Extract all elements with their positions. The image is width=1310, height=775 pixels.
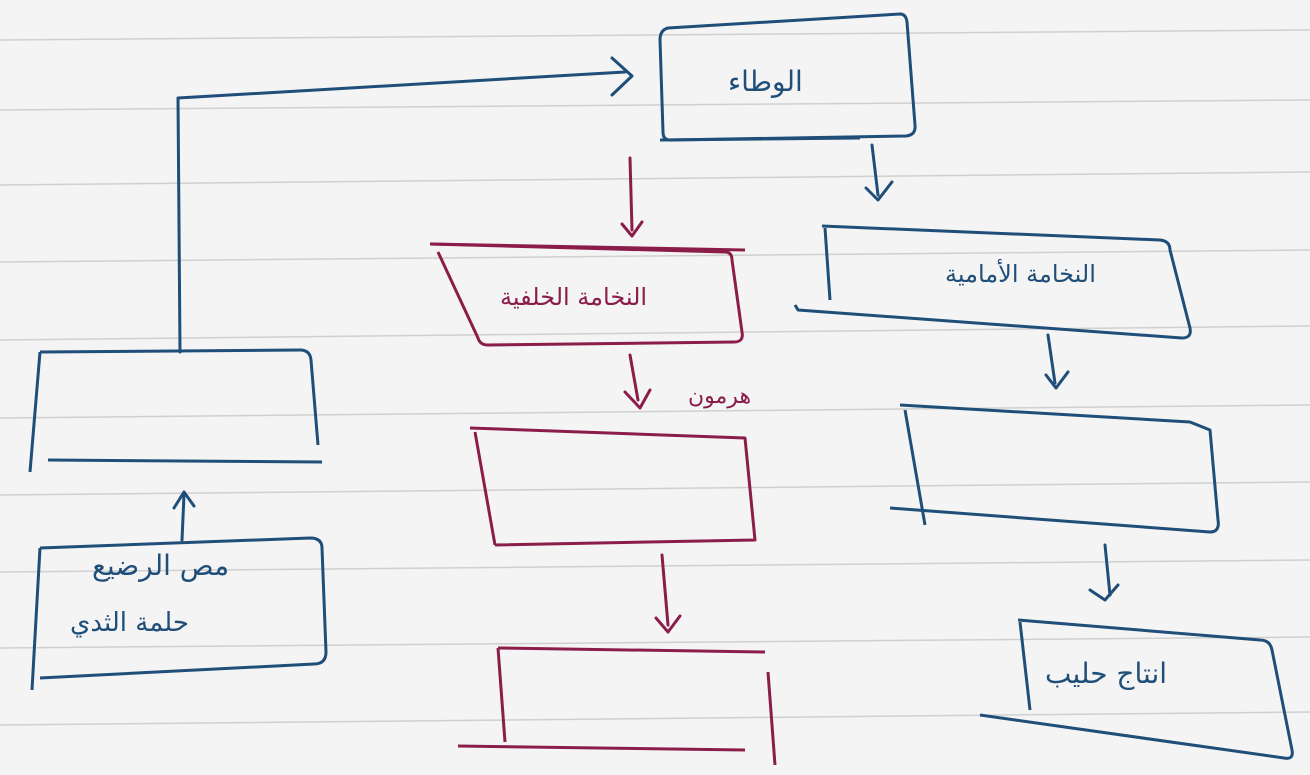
back-result-box — [457, 646, 777, 766]
front-fold-box — [793, 224, 1192, 340]
edge-note-label: هرمون — [688, 384, 752, 409]
blue-connectors — [172, 56, 1120, 602]
back-child-box — [469, 426, 757, 547]
left-source-label-line2: حلمة الثدي — [70, 608, 189, 638]
root-label: الوطاء — [728, 65, 803, 98]
front-child-box — [889, 403, 1220, 534]
front-result-label: انتاج حليب — [1045, 657, 1168, 690]
left-source-label-line1: مص الرضيع — [92, 549, 230, 582]
root-box — [658, 12, 917, 142]
back-fold-box — [429, 242, 746, 347]
left-source-box — [30, 536, 328, 691]
front-result-box — [979, 618, 1294, 760]
red-connectors — [620, 156, 682, 634]
back-fold-label: النخامة الخلفية — [500, 283, 648, 311]
front-fold-label: النخامة الأمامية — [945, 260, 1096, 288]
ruled-lines — [0, 29, 1310, 726]
left-box — [28, 348, 323, 473]
